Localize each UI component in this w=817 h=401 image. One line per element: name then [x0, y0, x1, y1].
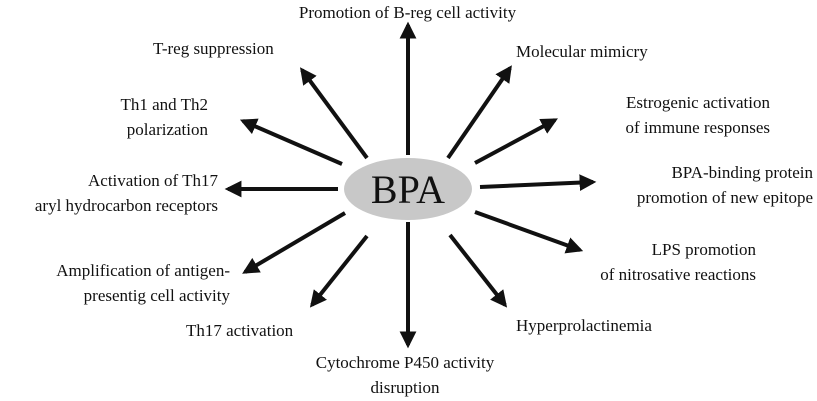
arrow-to-binding: [479, 174, 597, 191]
arrow-to-hyperprol: [448, 233, 508, 308]
node-th1th2-line-1: Th1 and Th2: [120, 95, 208, 114]
node-th17ahr: Activation of Th17 aryl hydrocarbon rece…: [2, 168, 218, 218]
node-lps: LPS promotion of nitrosative reactions: [560, 237, 756, 287]
node-cyp450-line-2: disruption: [370, 378, 440, 397]
node-mimicry: Molecular mimicry: [516, 39, 648, 64]
node-th17act-line-1: Th17 activation: [186, 321, 294, 340]
node-mimicry-line-1: Molecular mimicry: [516, 42, 648, 61]
node-cyp450: Cytochrome P450 activity disruption: [290, 350, 520, 400]
node-th17ahr-line-2: aryl hydrocarbon receptors: [34, 196, 218, 215]
node-treg-line-1: T-reg suppression: [153, 39, 274, 58]
hub-ellipse: [344, 158, 472, 220]
arrow-to-treg: [300, 67, 369, 160]
arrow-to-estrogenic: [474, 118, 558, 165]
node-th17act: Th17 activation: [186, 318, 293, 343]
node-th1th2-line-2: polarization: [126, 120, 208, 139]
node-hyperprol: Hyperprolactinemia: [516, 313, 652, 338]
node-binding-line-2: promotion of new epitope: [636, 188, 813, 207]
node-apc: Amplification of antigen- presentig cell…: [2, 258, 230, 308]
node-th17ahr-line-1: Activation of Th17: [88, 171, 218, 190]
node-th1th2: Th1 and Th2 polarization: [60, 92, 208, 142]
node-apc-line-2: presentig cell activity: [83, 286, 230, 305]
node-breg-line-1: Promotion of B-reg cell activity: [298, 3, 517, 22]
node-estrogenic-line-1: Estrogenic activation: [626, 93, 770, 112]
node-breg: Promotion of B-reg cell activity: [270, 0, 545, 25]
node-apc-line-1: Amplification of antigen-: [56, 261, 230, 280]
node-binding: BPA-binding protein promotion of new epi…: [585, 160, 813, 210]
arrow-to-mimicry: [446, 65, 512, 160]
arrow-to-th17act: [309, 234, 369, 308]
arrow-to-th1th2: [239, 118, 343, 166]
arrow-to-apc: [242, 211, 347, 274]
hub-label: BPA: [370, 166, 446, 212]
node-treg: T-reg suppression: [153, 36, 274, 61]
node-hyperprol-line-1: Hyperprolactinemia: [516, 316, 652, 335]
node-binding-line-1: BPA-binding protein: [671, 163, 813, 182]
arrow-to-lps: [474, 210, 584, 254]
node-lps-line-1: LPS promotion: [651, 240, 756, 259]
node-estrogenic: Estrogenic activation of immune response…: [540, 90, 770, 140]
node-cyp450-line-1: Cytochrome P450 activity: [315, 353, 495, 372]
node-lps-line-2: of nitrosative reactions: [600, 265, 756, 284]
node-estrogenic-line-2: of immune responses: [625, 118, 770, 137]
